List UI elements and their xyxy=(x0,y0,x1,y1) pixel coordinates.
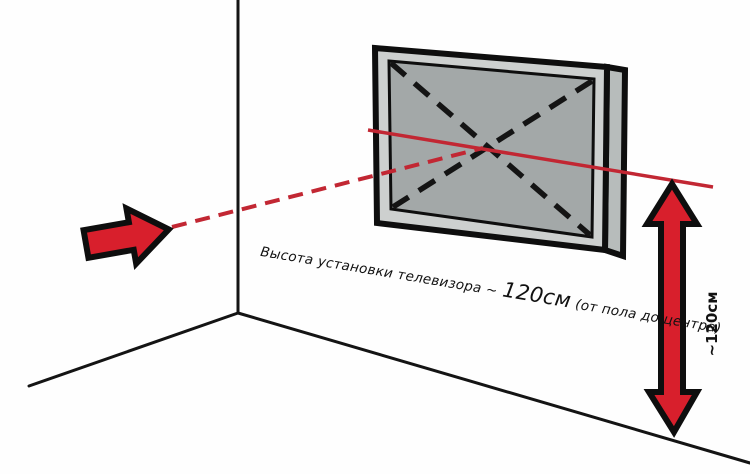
eye-level-arrow-shape xyxy=(80,203,174,270)
eye-level-dashed-line xyxy=(171,146,484,229)
screen-diagonal-2 xyxy=(391,78,594,210)
height-label: ~120см xyxy=(703,291,721,357)
height-double-arrow xyxy=(641,178,703,438)
eye-level-line xyxy=(367,128,714,189)
floor-line-right xyxy=(236,311,750,465)
eye-level-arrow xyxy=(80,203,174,270)
floor-line-left xyxy=(27,311,240,388)
